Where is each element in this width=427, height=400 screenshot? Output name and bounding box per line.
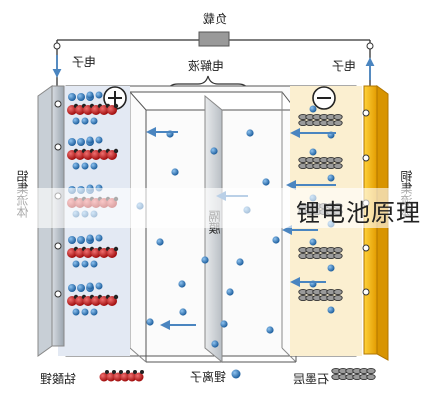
legend-ion-label: 锂离子: [190, 370, 227, 384]
ion: [146, 318, 154, 326]
anode-ion: [309, 238, 317, 246]
anode-ion: [309, 105, 317, 113]
load-resistor: [198, 31, 230, 47]
cathode-layer-2: [67, 136, 119, 170]
ion: [211, 340, 219, 348]
legend-anode-label: 石墨层: [293, 372, 330, 386]
anode-ion: [309, 148, 317, 156]
graphite-layer-1: [298, 113, 343, 127]
ion: [272, 236, 280, 244]
legend-anode-icon: [331, 367, 376, 381]
overlay-title: 锂电池原理: [296, 199, 421, 227]
ion: [236, 258, 244, 266]
electrolyte-label: 电解液: [188, 59, 225, 73]
ion: [210, 147, 218, 155]
legend-graphite: [331, 367, 376, 381]
ion: [178, 280, 186, 288]
ion: [156, 238, 164, 246]
ion: [171, 168, 179, 176]
separator: [204, 94, 223, 364]
ion: [266, 326, 274, 334]
ion: [226, 288, 234, 296]
graphite-layer-2: [298, 156, 343, 170]
cathode-layer-4: [67, 234, 119, 268]
load-label: 负载: [203, 12, 228, 26]
anode-ion: [327, 174, 335, 182]
electron-label-right: 电子: [332, 59, 357, 73]
ion: [220, 320, 228, 328]
negative-icon: [312, 86, 336, 110]
anode-ion: [327, 264, 335, 272]
cathode-layer-1: [67, 91, 119, 125]
graphite-layer-5: [298, 288, 343, 302]
electron-label-left: 电子: [72, 55, 97, 69]
ion: [262, 178, 270, 186]
ion: [201, 256, 209, 264]
legend-cathode-label: 钴酸锂: [40, 372, 77, 386]
legend-ion-icon: [231, 369, 241, 379]
ion: [179, 308, 187, 316]
electrolyte-brace: [167, 75, 249, 93]
ion: [246, 129, 254, 137]
anode-ion: [327, 306, 335, 314]
graphite-layer-4: [298, 246, 343, 260]
cathode-layer-5: [67, 282, 119, 316]
title-banner: [0, 188, 427, 228]
legend-cathode-icon: [99, 370, 144, 382]
